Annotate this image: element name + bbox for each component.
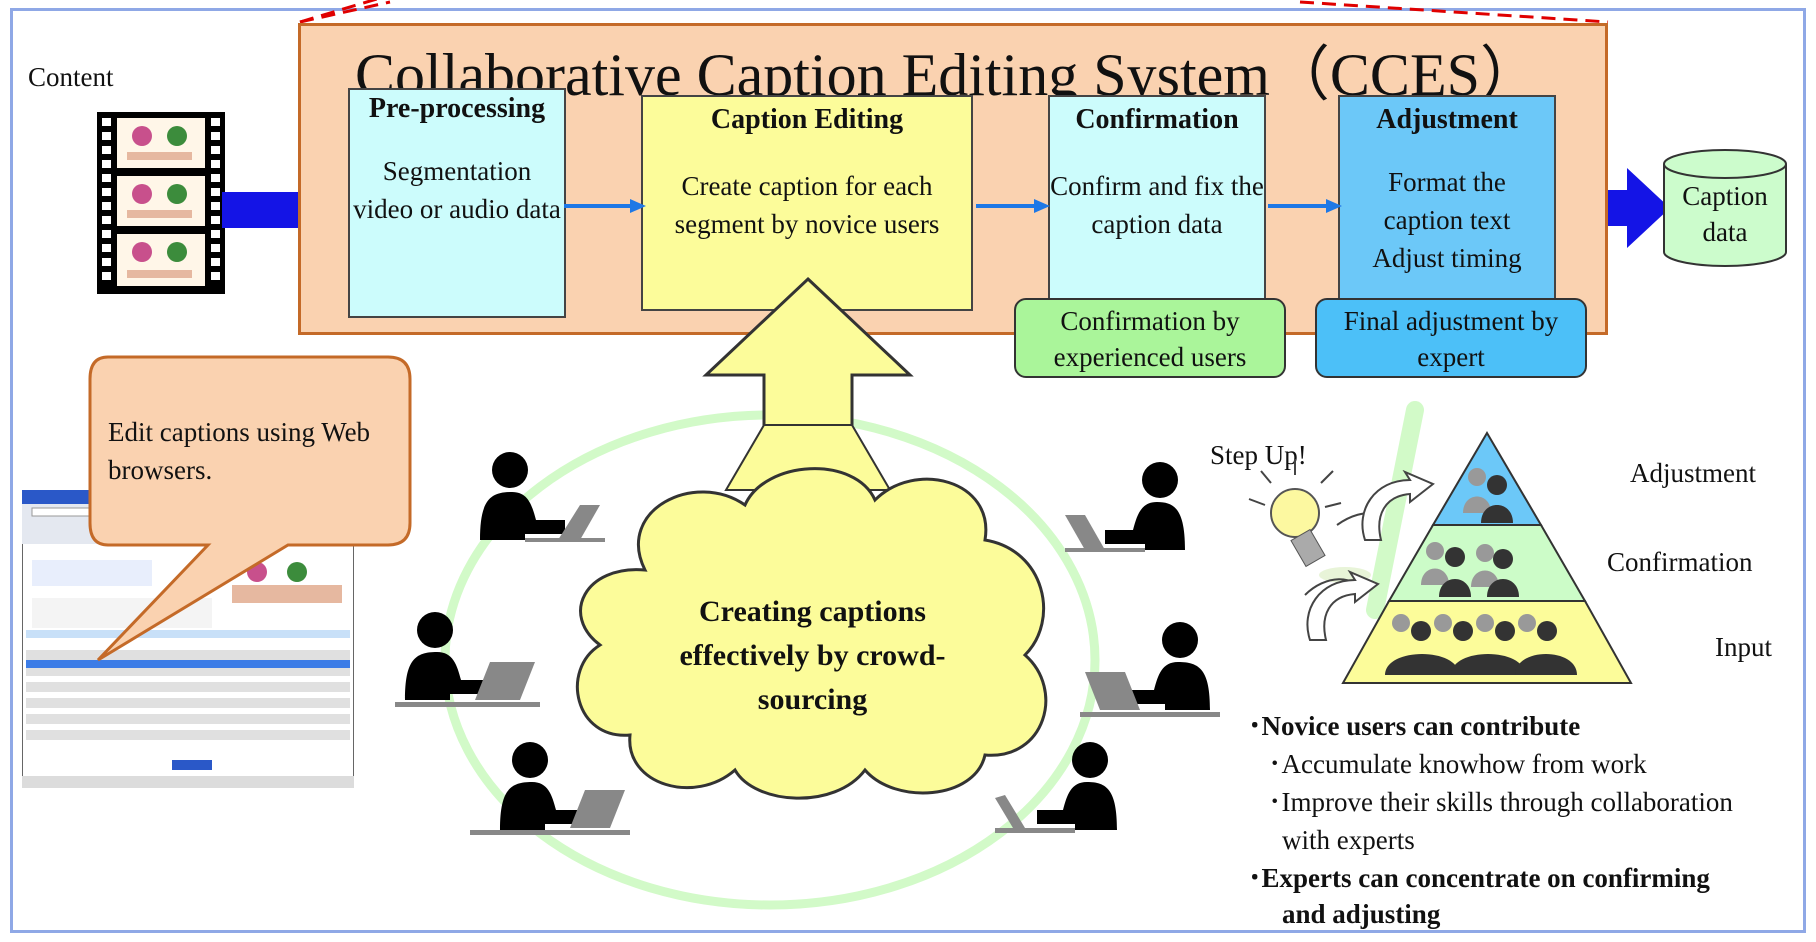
stage-title: Adjustment — [1376, 104, 1518, 135]
pyramid-level-input: Input — [1715, 632, 1772, 662]
skill-pyramid — [1341, 431, 1633, 684]
person-laptop-icon — [395, 612, 540, 707]
green-trail — [1366, 401, 1424, 619]
bullet-knowhow: ･Accumulate knowhow from work — [1268, 749, 1647, 779]
stage-title: Caption Editing — [710, 104, 904, 135]
flow-arrow-icon — [564, 199, 646, 213]
person-laptop-icon — [1065, 462, 1185, 552]
callout-text: Edit captions using Web browsers. — [108, 417, 371, 485]
person-laptop-icon — [470, 742, 630, 835]
stage-body: Format the caption text Adjust timing — [1372, 167, 1522, 273]
stage-title: Confirmation — [1075, 104, 1239, 135]
content-label: Content — [28, 62, 114, 92]
crowd-cloud-icon — [576, 467, 1048, 800]
flow-arrow-icon — [976, 199, 1050, 213]
bullet-experts: ･Experts can concentrate on confirming — [1248, 863, 1710, 893]
person-laptop-icon — [995, 742, 1117, 833]
person-laptop-icon — [480, 452, 605, 542]
stage-body: Create caption for each segment by novic… — [674, 171, 940, 239]
film-strip-icon — [97, 112, 225, 294]
person-laptop-icon — [1080, 622, 1220, 717]
stage-body: Segmentation video or audio data — [353, 156, 561, 224]
stage-confirmation: Confirmation Confirm and fix the caption… — [1048, 95, 1266, 305]
bullet-experts-cont: and adjusting — [1282, 899, 1441, 929]
confirmation-pill: Confirmation by experienced users — [1014, 298, 1286, 378]
stage-body: Confirm and fix the caption data — [1050, 171, 1264, 239]
pyramid-level-confirmation: Confirmation — [1607, 547, 1753, 577]
caption-data-cylinder-icon — [1663, 149, 1787, 267]
output-label: Caption data — [1682, 181, 1768, 247]
pyramid-level-adjustment: Adjustment — [1630, 458, 1756, 488]
stage-adjustment: Adjustment Format the caption text Adjus… — [1338, 95, 1556, 310]
stage-title: Pre-processing — [368, 93, 546, 124]
step-up-label: Step Up! — [1210, 440, 1307, 470]
stage-preprocessing: Pre-processing Segmentation video or aud… — [348, 88, 566, 318]
bullet-improve: ･Improve their skills through collaborat… — [1268, 787, 1733, 817]
bullet-improve-cont: with experts — [1282, 825, 1415, 855]
adjustment-pill: Final adjustment by expert — [1315, 298, 1587, 378]
callout-bubble — [88, 355, 412, 662]
step-up-arrow-icon — [1361, 470, 1435, 541]
bullet-novice: ･Novice users can contribute — [1248, 711, 1581, 741]
stage-caption-editing: Caption Editing Create caption for each … — [641, 95, 973, 311]
output-arrow-icon — [1555, 168, 1670, 248]
cloud-text: Creating captions effectively by crowd-s… — [679, 595, 946, 716]
flow-arrow-icon — [1268, 199, 1342, 213]
step-up-arrow-icon — [1306, 570, 1380, 641]
diagram-frame — [10, 8, 1806, 933]
